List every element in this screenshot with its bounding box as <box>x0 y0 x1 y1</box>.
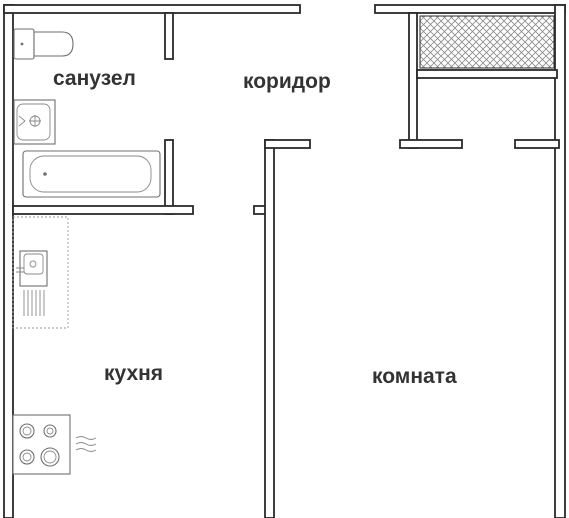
wall-room-top-right <box>514 139 560 149</box>
wall-kitchen-room <box>264 139 275 518</box>
wall-niche-left <box>408 12 418 149</box>
bathtub-icon <box>22 150 161 198</box>
kitchen-sink-icon <box>12 216 69 329</box>
room-label-bathroom: санузел <box>53 67 136 90</box>
wall-exterior-left <box>3 4 14 518</box>
wall-exterior-top-left <box>3 4 301 14</box>
wall-bathroom-kitchen <box>12 205 194 215</box>
wall-room-top-middle <box>399 139 463 149</box>
wall-bathroom-upper <box>164 12 174 60</box>
balcony-hatch <box>419 15 555 69</box>
washbasin-icon <box>13 99 56 145</box>
wall-room-top-left <box>264 139 311 149</box>
wall-niche-divider <box>416 69 558 79</box>
wall-bathroom-lower <box>164 139 174 215</box>
toilet-icon <box>13 28 74 60</box>
room-label-kitchen: кухня <box>104 362 163 385</box>
wall-exterior-right <box>554 4 566 518</box>
wall-exterior-top-right <box>374 4 566 14</box>
room-label-corridor: коридор <box>243 70 331 93</box>
room-label-living-room: комната <box>372 365 457 388</box>
stove-icon <box>12 414 97 475</box>
